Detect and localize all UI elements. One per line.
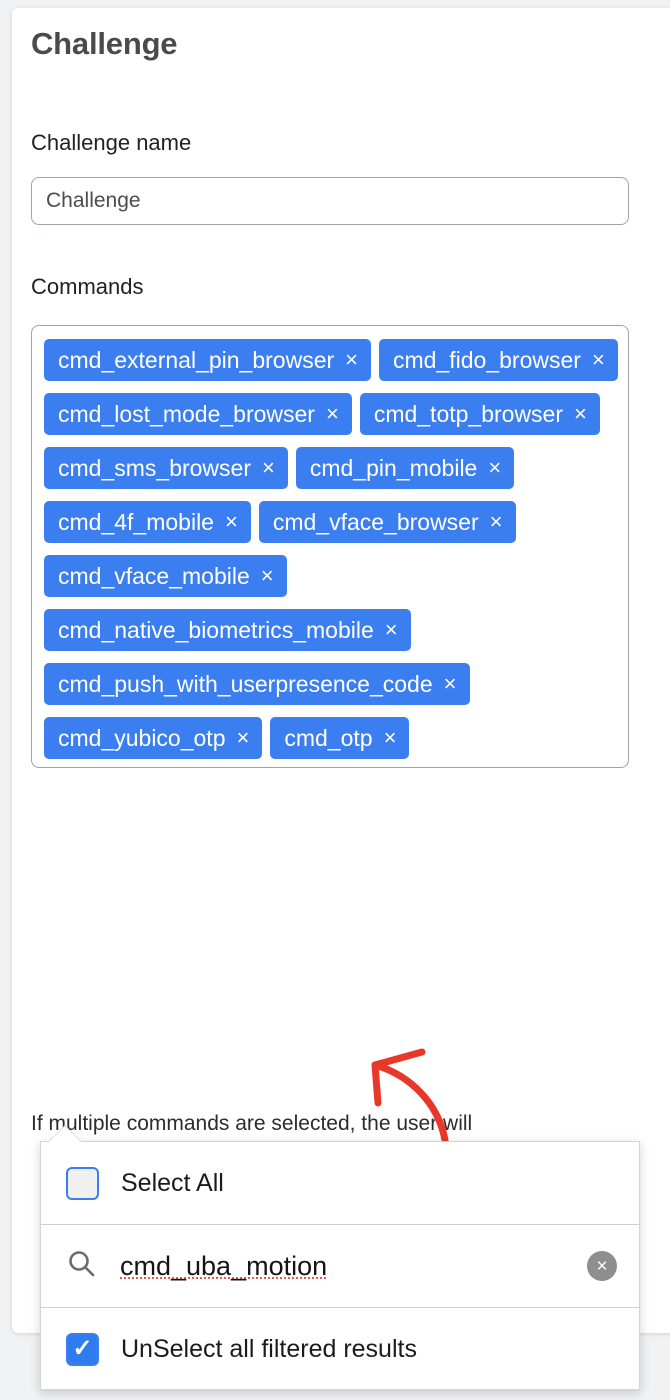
remove-chip-icon[interactable]: × [325, 401, 339, 426]
remove-chip-icon[interactable]: × [383, 725, 397, 750]
dropdown-item-unselect-filtered[interactable]: ✓ UnSelect all filtered results [41, 1308, 639, 1389]
remove-chip-icon[interactable]: × [345, 347, 359, 372]
command-chip[interactable]: cmd_push_with_userpresence_code × [44, 663, 470, 705]
command-chip-list: cmd_external_pin_browser×cmd_fido_browse… [44, 339, 628, 767]
clear-search-icon[interactable]: × [587, 1251, 617, 1281]
command-chip[interactable]: cmd_otp × [270, 717, 410, 759]
command-chip-label: cmd_yubico_otp [58, 724, 226, 751]
dropdown-item-select-all[interactable]: Select All [41, 1142, 639, 1225]
commands-helper-text: If multiple commands are selected, the u… [31, 1112, 473, 1135]
command-chip-label: cmd_push_with_userpresence_code [58, 670, 433, 697]
command-chip[interactable]: cmd_external_pin_browser × [44, 339, 372, 381]
select-all-label: Select All [121, 1168, 224, 1197]
remove-chip-icon[interactable]: × [236, 725, 250, 750]
commands-multiselect[interactable]: cmd_external_pin_browser×cmd_fido_browse… [31, 325, 629, 768]
remove-chip-icon[interactable]: × [260, 563, 274, 588]
command-chip-label: cmd_sms_browser [58, 454, 251, 481]
challenge-name-input[interactable] [31, 177, 629, 225]
command-chip-label: cmd_vface_browser [272, 508, 479, 535]
command-chip[interactable]: cmd_fido_browser × [379, 339, 618, 381]
dropdown-caret-icon [48, 1126, 82, 1143]
command-chip-label: cmd_fido_browser [393, 346, 581, 373]
remove-chip-icon[interactable]: × [384, 617, 398, 642]
commands-dropdown-panel: Select All cmd_uba_motion × ✓ UnSelect a… [40, 1141, 640, 1390]
remove-chip-icon[interactable]: × [489, 509, 503, 534]
challenge-name-label: Challenge name [31, 130, 192, 155]
command-chip-label: cmd_lost_mode_browser [58, 400, 315, 427]
dropdown-search-row[interactable]: cmd_uba_motion × [41, 1225, 639, 1308]
search-icon [66, 1248, 98, 1285]
command-chip-label: cmd_pin_mobile [309, 454, 478, 481]
command-chip[interactable]: cmd_vface_browser × [258, 501, 516, 543]
command-chip-label: cmd_native_biometrics_mobile [58, 616, 374, 643]
remove-chip-icon[interactable]: × [488, 455, 502, 480]
command-chip[interactable]: cmd_native_biometrics_mobile × [44, 609, 411, 651]
command-chip[interactable]: cmd_lost_mode_browser × [44, 393, 352, 435]
search-input[interactable]: cmd_uba_motion [120, 1250, 328, 1281]
command-chip-label: cmd_totp_browser [373, 400, 564, 427]
command-chip-label: cmd_vface_mobile [58, 562, 250, 589]
command-chip[interactable]: cmd_4f_mobile × [44, 501, 251, 543]
commands-label: Commands [31, 274, 144, 299]
command-chip[interactable]: cmd_vface_mobile × [44, 555, 287, 597]
command-chip[interactable]: cmd_pin_mobile × [295, 447, 515, 489]
remove-chip-icon[interactable]: × [574, 401, 587, 426]
command-chip[interactable]: cmd_sms_browser × [44, 447, 288, 489]
command-chip[interactable]: cmd_totp_browser × [359, 393, 600, 435]
remove-chip-icon[interactable]: × [443, 671, 457, 696]
page-title: Challenge [31, 26, 178, 61]
unselect-filtered-checkbox[interactable]: ✓ [66, 1333, 99, 1366]
checkmark-icon: ✓ [72, 1334, 93, 1362]
select-all-checkbox[interactable] [66, 1166, 99, 1200]
remove-chip-icon[interactable]: × [262, 455, 275, 480]
command-chip-label: cmd_external_pin_browser [58, 346, 335, 373]
command-chip-label: cmd_otp [284, 724, 373, 751]
unselect-filtered-label: UnSelect all filtered results [121, 1335, 417, 1363]
command-chip[interactable]: cmd_yubico_otp × [44, 717, 263, 759]
remove-chip-icon[interactable]: × [224, 509, 238, 534]
command-chip-label: cmd_4f_mobile [58, 508, 214, 535]
remove-chip-icon[interactable]: × [591, 347, 605, 372]
